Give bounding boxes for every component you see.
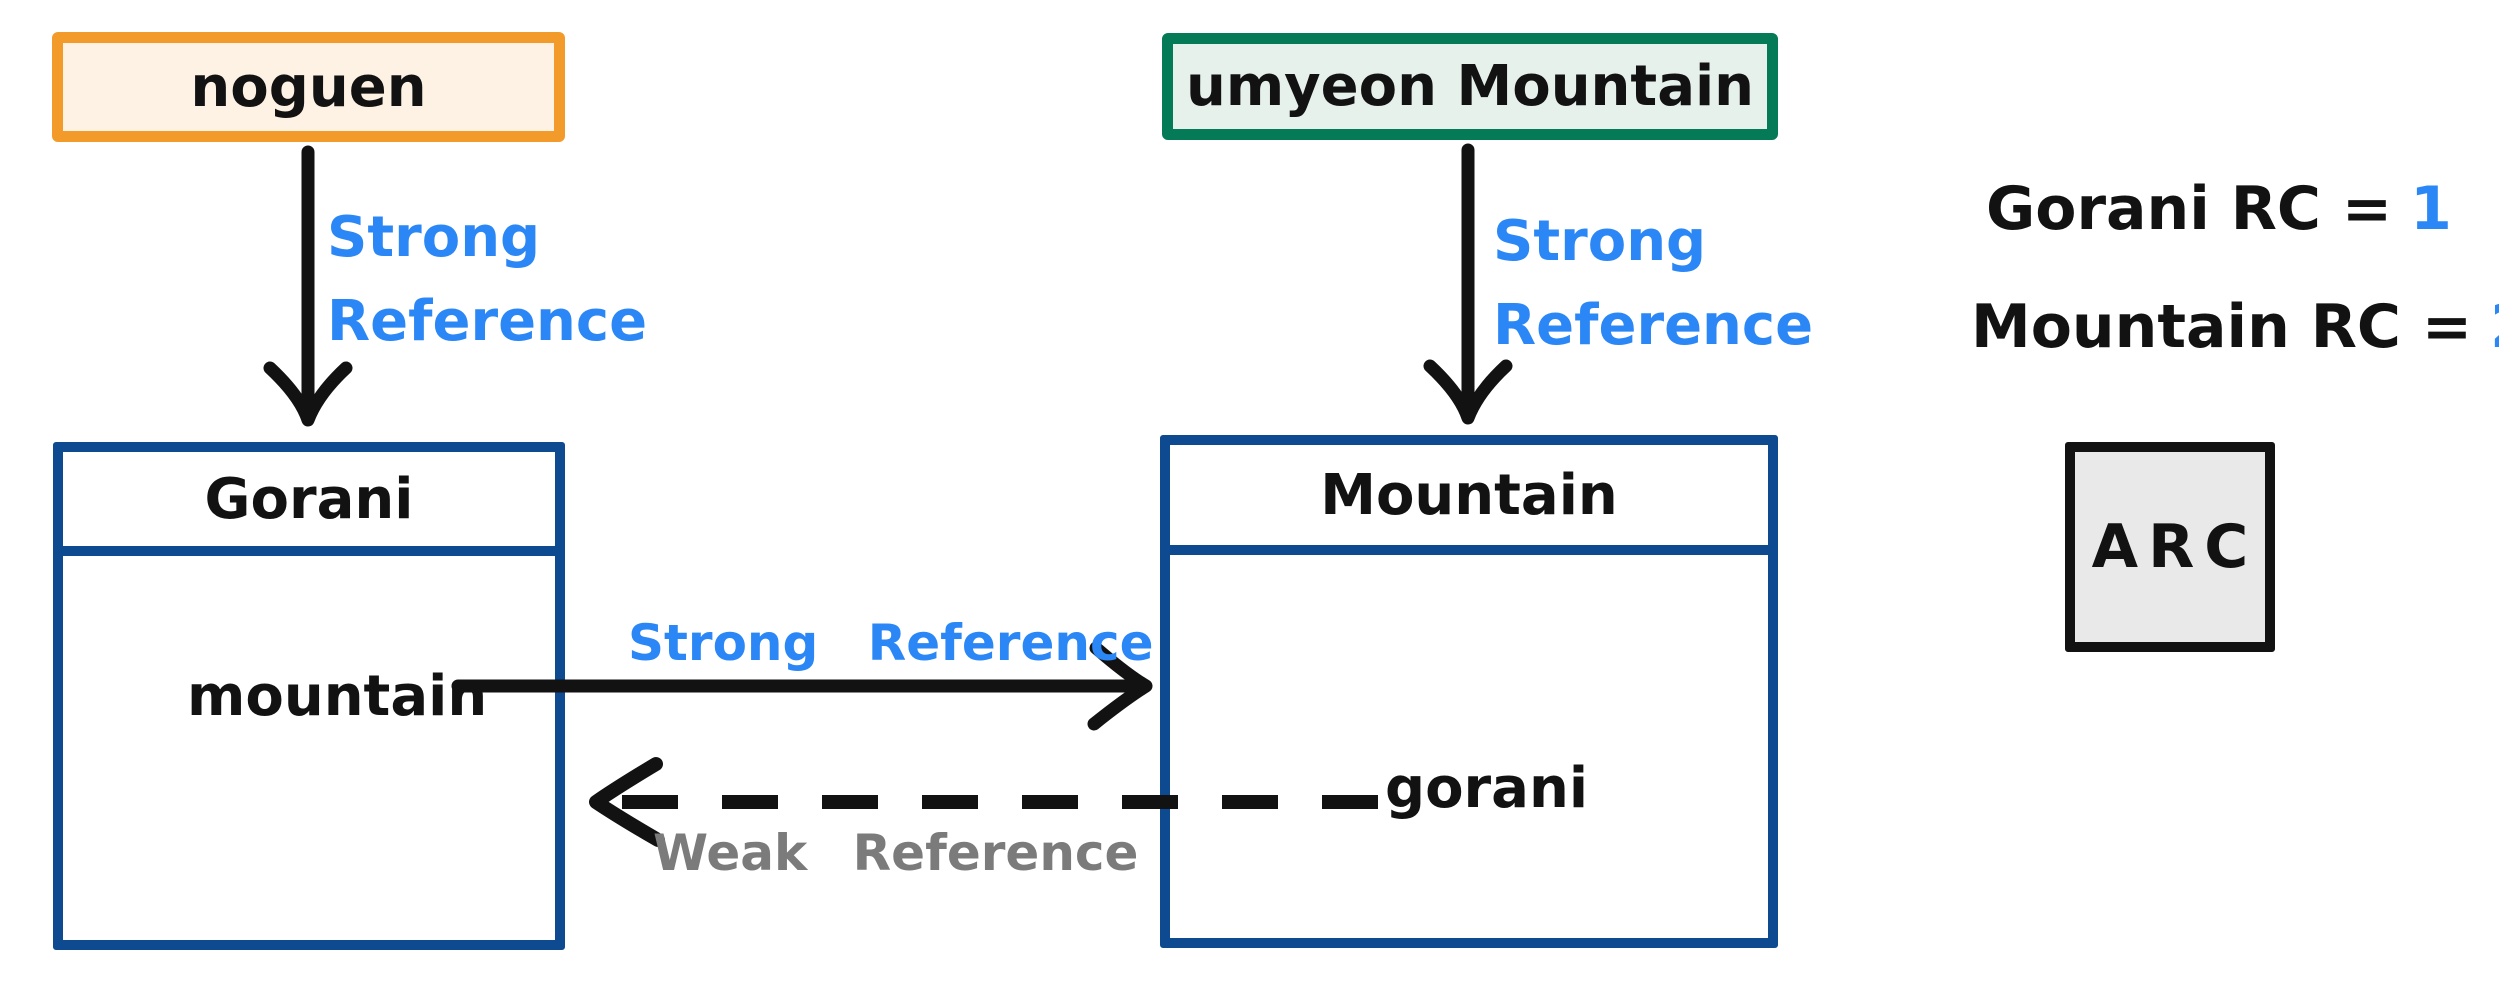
strong-reference-label-right: Strong Reference [1493, 200, 1813, 368]
mountain-rc-line: Mountain RC =2 [1971, 268, 2499, 386]
mountain-object-header: Mountain [1170, 445, 1768, 555]
node-noguen: noguen [52, 32, 565, 142]
gorani-property-mountain: mountain [187, 664, 488, 729]
mountain-property-gorani: gorani [1385, 756, 1589, 821]
mountain-rc-value: 2 [2490, 292, 2499, 362]
strong-reference-label-horizontal: Strong Reference [628, 614, 1154, 672]
node-mountain-object: Mountain [1160, 435, 1778, 948]
reference-count-annotation: Gorani RC =1 Mountain RC =2 [1971, 150, 2499, 386]
gorani-object-title: Gorani [204, 466, 414, 532]
node-umyeon-mountain: umyeon Mountain [1162, 33, 1778, 140]
mountain-rc-label: Mountain RC = [1971, 292, 2473, 362]
strong-reference-label-left-line2: Reference [327, 289, 648, 354]
node-umyeon-mountain-label: umyeon Mountain [1185, 54, 1755, 119]
weak-reference-label: Weak Reference [653, 824, 1139, 882]
strong-reference-label-right-line2: Reference [1493, 293, 1814, 358]
mountain-object-title: Mountain [1320, 462, 1618, 528]
strong-reference-label-left: Strong Reference [327, 196, 647, 364]
node-gorani-object: Gorani [53, 442, 565, 950]
gorani-object-header: Gorani [63, 452, 555, 556]
node-noguen-label: noguen [190, 54, 427, 120]
strong-reference-label-left-line1: Strong [327, 205, 541, 270]
gorani-rc-value: 1 [2410, 174, 2452, 244]
gorani-rc-line: Gorani RC =1 [1986, 150, 2499, 268]
arc-box: ARC [2065, 442, 2275, 652]
gorani-rc-label: Gorani RC = [1986, 174, 2393, 244]
strong-reference-label-right-line1: Strong [1493, 209, 1707, 274]
arc-box-label: ARC [2091, 512, 2259, 582]
